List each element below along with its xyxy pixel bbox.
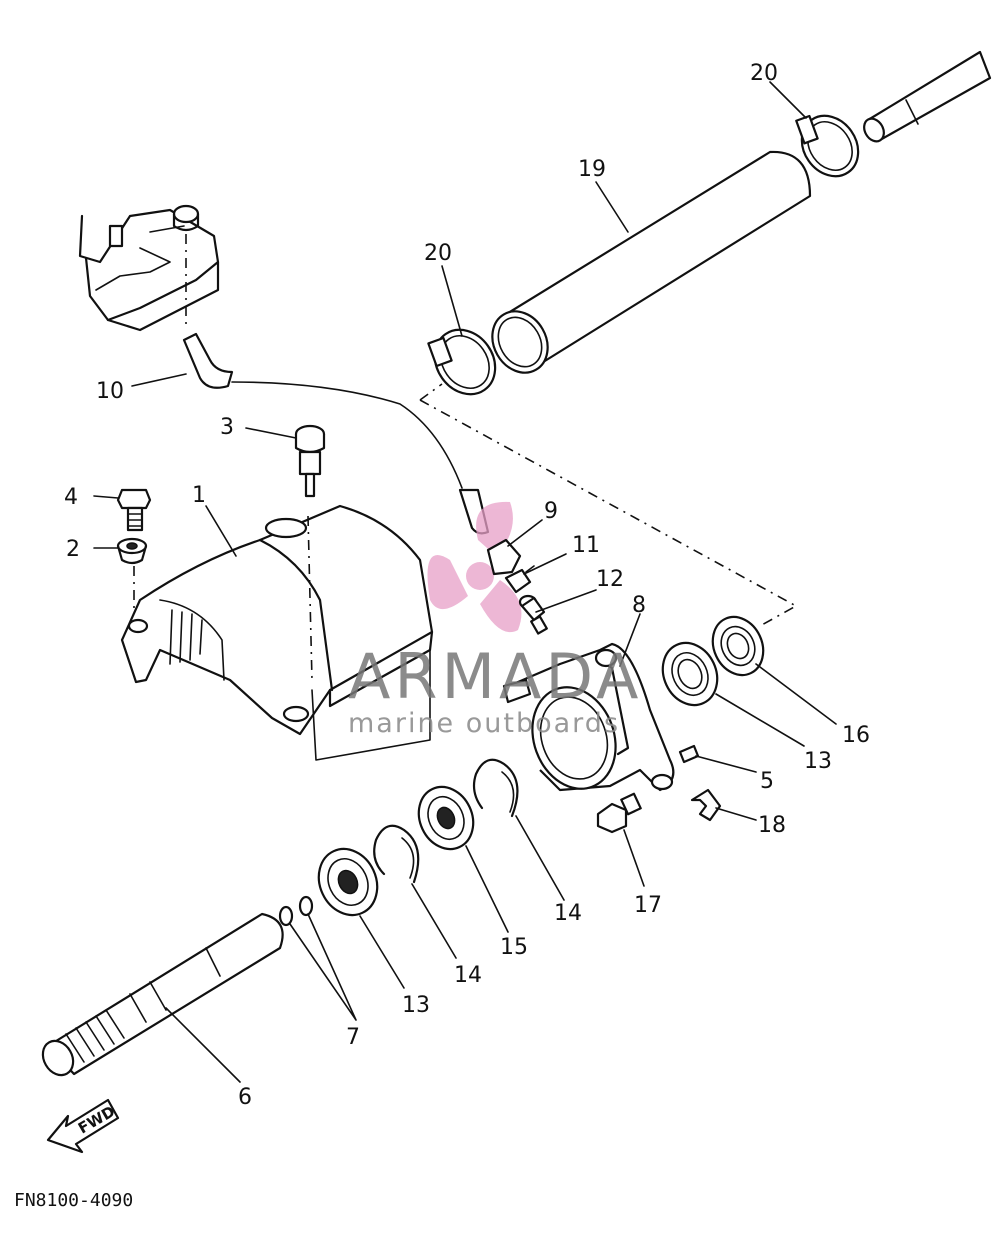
callout-15: 15 <box>500 935 528 960</box>
fitting-9 <box>486 538 522 576</box>
ball-bearing-16 <box>711 615 765 677</box>
callout-17: 17 <box>634 893 662 918</box>
shaft-6 <box>41 912 284 1077</box>
callout-14-lower: 14 <box>454 963 482 988</box>
ball-bearing-13-lower <box>317 847 379 917</box>
callout-13-lower: 13 <box>402 993 430 1018</box>
leader-lines <box>93 81 837 1083</box>
fitting-12 <box>518 594 548 635</box>
watermark-brand: ARMADA <box>348 640 642 713</box>
callout-labels: 10 3 4 2 1 20 19 20 9 11 12 8 16 13 5 18… <box>64 61 870 1110</box>
bolt-4 <box>116 488 152 532</box>
callout-3: 3 <box>220 415 234 440</box>
drive-shaft-end <box>863 50 992 143</box>
callout-5: 5 <box>760 769 774 794</box>
fitting-11 <box>504 565 535 594</box>
drawing-code: FN8100-4090 <box>14 1190 133 1211</box>
callout-18: 18 <box>758 813 786 838</box>
callout-9: 9 <box>544 499 558 524</box>
callout-13-upper: 13 <box>804 749 832 774</box>
ball-bearing-13-upper <box>661 641 719 707</box>
ball-bearing-15 <box>417 785 475 851</box>
hose-clamp-20-right <box>795 114 860 178</box>
armada-watermark: ARMADA marine outboards <box>348 640 642 739</box>
fwd-direction-arrow: FWD <box>46 1098 120 1154</box>
callout-6: 6 <box>238 1085 252 1110</box>
callout-11: 11 <box>572 533 600 558</box>
callout-20-left: 20 <box>424 241 452 266</box>
bearing-housing-8 <box>502 642 675 792</box>
bolt-17 <box>596 792 642 834</box>
callout-4: 4 <box>64 485 78 510</box>
callout-19: 19 <box>578 157 606 182</box>
grease-nipple-3 <box>294 424 326 498</box>
snap-ring-14-upper <box>472 758 519 818</box>
callout-14-upper: 14 <box>554 901 582 926</box>
half-cylinder-cover-1 <box>120 504 434 761</box>
callout-12: 12 <box>596 567 624 592</box>
clip-18 <box>690 788 722 822</box>
callout-10: 10 <box>96 379 124 404</box>
o-rings-7 <box>278 895 314 927</box>
callout-8: 8 <box>632 593 646 618</box>
callout-20-right: 20 <box>750 61 778 86</box>
pin-5 <box>678 744 700 764</box>
callout-16: 16 <box>842 723 870 748</box>
callout-1: 1 <box>192 483 206 508</box>
callout-7: 7 <box>346 1025 360 1050</box>
hose-clamp-20-left <box>427 328 497 396</box>
assembly-line <box>419 383 798 627</box>
snap-ring-14-lower <box>373 824 420 884</box>
callout-2: 2 <box>66 537 80 562</box>
collar-2 <box>116 537 148 610</box>
housing-fragment <box>78 204 220 332</box>
watermark-tagline: marine outboards <box>348 708 620 739</box>
rubber-tube-19 <box>491 150 812 374</box>
